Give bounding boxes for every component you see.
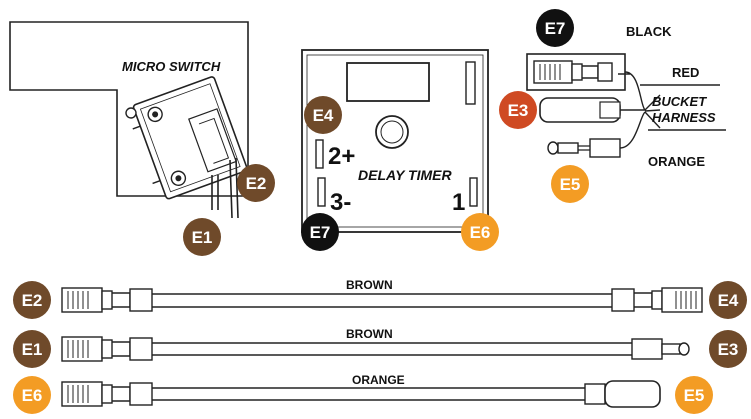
terminal-3: [317, 177, 326, 207]
bucket-harness-label-2: HARNESS: [652, 110, 716, 125]
svg-text:E6: E6: [22, 386, 43, 405]
delay-timer-label: DELAY TIMER: [358, 167, 452, 183]
badge-e5-wire: E5: [675, 376, 713, 414]
svg-text:E1: E1: [192, 228, 213, 247]
badge-e5-top: E5: [551, 165, 589, 203]
wire-brown-1: BROWN: [61, 278, 703, 313]
badge-e2-wire: E2: [13, 281, 51, 319]
badge-e6-wire: E6: [13, 376, 51, 414]
delay-timer-section: 2+ 3- 1 DELAY TIMER: [301, 49, 489, 233]
terminal-3-label: 3-: [330, 189, 351, 216]
badge-e3-wire: E3: [709, 330, 747, 368]
screw-icon: [125, 107, 137, 119]
badge-e6-top: E6: [461, 213, 499, 251]
terminal-2-label: 2+: [328, 143, 355, 170]
female-spade-connector: [61, 381, 153, 407]
wire-label: BROWN: [346, 327, 393, 341]
badge-e7-bottom: E7: [301, 213, 339, 251]
micro-switch-section: MICRO SWITCH: [9, 21, 249, 219]
micro-switch-body: [132, 76, 248, 200]
black-label: BLACK: [626, 24, 672, 39]
terminal-top-right: [465, 61, 476, 105]
bullet-pin-connector: [631, 338, 690, 360]
wire-brown-2: BROWN: [61, 327, 690, 362]
harness-female-connector: [533, 60, 613, 84]
svg-text:E1: E1: [22, 340, 43, 359]
svg-text:E3: E3: [508, 101, 529, 120]
svg-text:E5: E5: [684, 386, 705, 405]
bucket-harness-label-1: BUCKET: [652, 94, 707, 109]
micro-switch-outline: [9, 21, 249, 197]
terminal-2: [315, 139, 324, 169]
svg-text:E2: E2: [22, 291, 43, 310]
bullet-socket-connector: [584, 380, 661, 408]
badge-e3-top: E3: [499, 91, 537, 129]
badge-e4-wire: E4: [709, 281, 747, 319]
terminal-1-label: 1: [452, 189, 465, 216]
badge-e7-top: E7: [536, 9, 574, 47]
female-spade-connector: [611, 287, 703, 313]
svg-text:E2: E2: [246, 174, 267, 193]
badge-e1-top: E1: [183, 218, 221, 256]
female-spade-connector: [61, 336, 153, 362]
wire-label: BROWN: [346, 278, 393, 292]
bucket-harness-section: BLACK RED BUCKET HARNESS ORANGE: [526, 24, 726, 169]
svg-text:E6: E6: [470, 223, 491, 242]
harness-wires: [618, 71, 661, 149]
terminal-1: [469, 177, 478, 207]
orange-label: ORANGE: [648, 154, 705, 169]
timer-display: [346, 62, 430, 102]
wire-orange: ORANGE: [61, 373, 661, 408]
badge-e2-top: E2: [237, 164, 275, 202]
wire-label: ORANGE: [352, 373, 405, 387]
harness-pin-connector: [547, 138, 621, 158]
svg-text:E4: E4: [313, 106, 334, 125]
svg-text:E4: E4: [718, 291, 739, 310]
switch-lead-e2: [229, 157, 239, 219]
red-label: RED: [672, 65, 699, 80]
female-spade-connector: [61, 287, 153, 313]
svg-text:E7: E7: [310, 223, 331, 242]
badge-e1-wire: E1: [13, 330, 51, 368]
badge-e4-top: E4: [304, 96, 342, 134]
switch-lead-e1: [211, 175, 219, 210]
svg-text:E5: E5: [560, 175, 581, 194]
svg-text:E7: E7: [545, 19, 566, 38]
micro-switch-label: MICRO SWITCH: [122, 59, 221, 74]
svg-text:E3: E3: [718, 340, 739, 359]
